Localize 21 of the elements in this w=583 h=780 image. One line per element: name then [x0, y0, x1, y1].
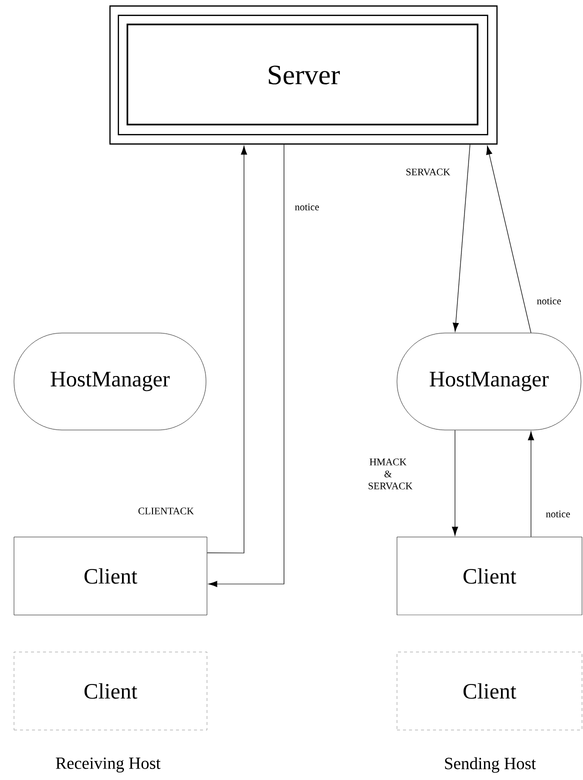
edge-label: SERVACK	[404, 168, 452, 176]
arrow	[452, 430, 458, 536]
server-box: Server	[109, 5, 498, 145]
host-label: Receiving Host	[56, 758, 161, 772]
arrow	[452, 144, 470, 332]
dashed-box: Client	[396, 652, 582, 730]
process-box: Client	[14, 536, 208, 616]
arrow	[486, 146, 532, 334]
arrow	[206, 146, 248, 554]
rounded-node: HostManager	[14, 332, 206, 430]
edge-label: CLIENTACK	[137, 506, 195, 516]
edge-label: notice	[544, 510, 572, 518]
edge-label: notice	[294, 202, 320, 212]
rounded-node: HostManager	[396, 332, 582, 430]
arrow	[208, 144, 284, 588]
host-label: Sending Host	[445, 757, 536, 773]
process-box: Client	[396, 536, 582, 616]
edge-label: HMACK & SERVACK	[367, 458, 412, 490]
arrow	[528, 431, 534, 538]
dashed-box: Client	[14, 652, 208, 730]
edge-label: notice	[536, 296, 562, 306]
